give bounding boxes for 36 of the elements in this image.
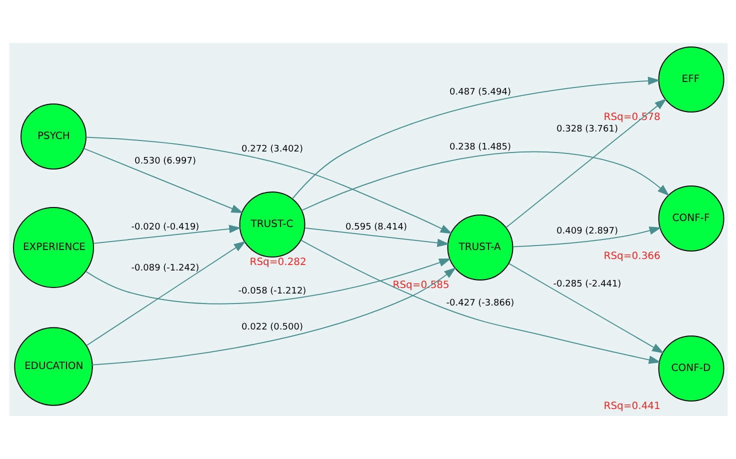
node-label: RSq=0.282 <box>249 257 306 268</box>
edge-label: 0.272 (3.402) <box>241 144 302 155</box>
edge-label: 0.022 (0.500) <box>241 322 302 333</box>
edge-label: -0.058 (-1.212) <box>238 286 306 297</box>
arrow <box>85 136 452 234</box>
arrow <box>508 263 664 354</box>
node-label: RSq=0.366 <box>603 251 660 262</box>
edge-label: 0.409 (2.897) <box>556 226 618 237</box>
edge-label: -0.089 (-1.242) <box>130 264 199 274</box>
arrow <box>91 267 456 366</box>
node-circle: EXPERIENCE <box>12 206 94 288</box>
edge-label: -0.427 (-3.866) <box>446 298 514 309</box>
edge-label: 0.328 (3.761) <box>556 124 618 135</box>
edge-label: 0.595 (8.414) <box>345 222 406 233</box>
edge-label: 0.238 (1.485) <box>449 142 510 153</box>
edge-label: 0.530 (6.997) <box>134 156 196 167</box>
arrow <box>300 240 660 364</box>
arrow <box>92 224 241 244</box>
arrow <box>85 241 246 346</box>
arrow <box>85 258 451 304</box>
arrow <box>291 76 660 200</box>
edge-label: 0.487 (5.494) <box>449 88 510 98</box>
node-circle: TRUST-C <box>238 192 305 258</box>
node-circle: CONF-D <box>658 336 724 402</box>
arrow <box>83 148 243 214</box>
edge-label: -0.020 (-0.419) <box>130 222 199 233</box>
node-circle: EDUCATION <box>14 327 92 406</box>
arrow <box>300 151 669 211</box>
node-label: RSq=0.441 <box>603 401 660 412</box>
edge-label: -0.285 (-2.441) <box>552 280 621 290</box>
node-circle: PSYCH <box>20 104 86 170</box>
node-circle: EFF <box>658 46 724 112</box>
arrow <box>304 228 449 247</box>
arrow <box>512 226 661 248</box>
arrow <box>505 98 666 228</box>
node-circle: TRUST-A <box>446 214 513 280</box>
